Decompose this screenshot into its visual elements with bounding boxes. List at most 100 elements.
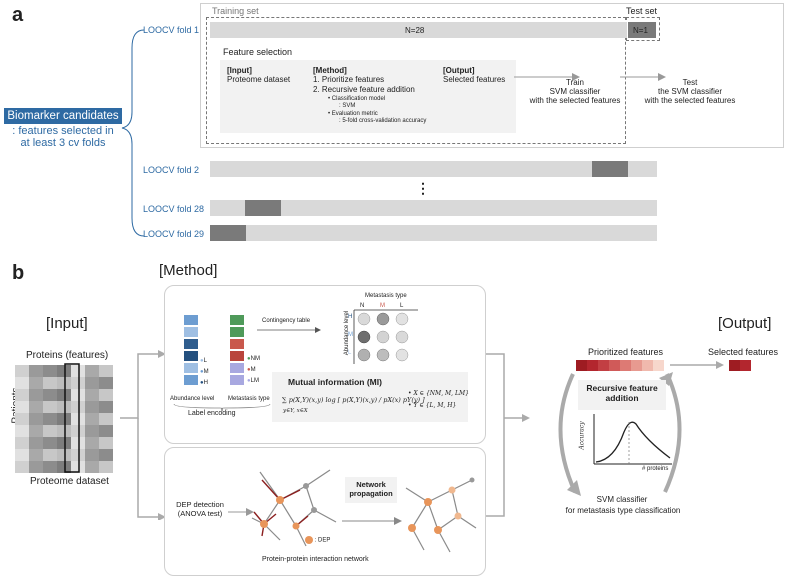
heatmap-cell (57, 449, 71, 461)
fold29-label: LOOCV fold 29 (143, 229, 205, 239)
ct-col-m: M (380, 303, 385, 309)
heatmap-cell (57, 425, 71, 437)
heatmap-cell (71, 377, 85, 389)
mi-formula: ∑ p(X,Y)(x,y) log [ p(X,Y)(x,y) / pX(x) … (282, 396, 425, 404)
heatmap-cell (15, 413, 29, 425)
heatmap-cell (43, 449, 57, 461)
selected-features-label: Selected features (708, 347, 779, 357)
mi-x: • X ∈ {NM, M, LM} (408, 390, 469, 397)
heatmap-cell (43, 413, 57, 425)
heatmap-cell (15, 365, 29, 377)
heatmap-cell (57, 389, 71, 401)
heatmap-cell (29, 401, 43, 413)
heatmap-cell (15, 461, 29, 473)
heatmap-cell (71, 449, 85, 461)
heatmap-cell (99, 437, 113, 449)
heatmap-cell (71, 365, 85, 377)
fs-output-header: [Output] (443, 66, 475, 75)
fs-bullet1-sub: : SVM (339, 103, 356, 109)
heatmap-cell (85, 365, 99, 377)
output-title: [Output] (718, 315, 772, 332)
training-set-dashed-box (206, 17, 626, 144)
fold28-bar (210, 200, 657, 216)
heatmap-cell (29, 425, 43, 437)
propagation-arrow (342, 517, 402, 525)
heatmap-cell (57, 413, 71, 425)
selected-features-bar (729, 360, 751, 371)
fold1-train-bar (210, 22, 627, 38)
heatmap-cell (43, 425, 57, 437)
biomarker-candidates-box: Biomarker candidates : features selected… (4, 108, 122, 149)
mi-box (272, 372, 468, 422)
fold2-test-seg (592, 161, 628, 177)
mi-y: • Y ∈ {L, M, H} (408, 402, 457, 409)
fs-bullet2-sub: : 5-fold cross-validation accuracy (339, 118, 427, 124)
dep-detection-text: DEP detection(ANOVA test) (176, 500, 224, 518)
panel-b-letter: b (12, 262, 25, 284)
heatmap-cell (29, 365, 43, 377)
ppi-network-dep (251, 469, 337, 547)
fs-method-step1: 1. Prioritize features (313, 75, 385, 84)
meta-caption: Metastasis type (228, 396, 270, 402)
method-lower-box (164, 447, 486, 576)
contingency-arrow (257, 327, 321, 333)
heatmap-cell (29, 377, 43, 389)
heatmap-cell (57, 437, 71, 449)
ct-row-m: M (348, 332, 353, 338)
heatmap-cell (15, 377, 29, 389)
fold2-bar (210, 161, 657, 177)
fold28-test-seg (245, 200, 281, 216)
contingency-table (353, 309, 418, 364)
panel-a-letter: a (12, 4, 24, 26)
arrow-to-test (620, 73, 666, 81)
accuracy-axis-label: Accuracy (578, 421, 586, 450)
fold1-container (200, 3, 784, 148)
heatmap-cell (43, 365, 57, 377)
heatmap-cell (29, 413, 43, 425)
heatmap-cell (29, 461, 43, 473)
fold-dots: ⋮ (416, 180, 430, 196)
label-encoding-columns (184, 315, 244, 385)
heatmap-cell (29, 437, 43, 449)
heatmap-cell (15, 425, 29, 437)
biomarker-title: Biomarker candidates (4, 108, 122, 124)
heatmap-cell (15, 449, 29, 461)
heatmap-cell (99, 389, 113, 401)
heatmap-cell (99, 425, 113, 437)
output-arrow (670, 361, 724, 369)
heatmap-cell (85, 413, 99, 425)
fold29-bar (210, 225, 657, 241)
fold28-label: LOOCV fold 28 (143, 204, 205, 214)
fs-method-header: [Method] (313, 66, 347, 75)
svm-classifier-text2: for metastasis type classification (565, 506, 681, 515)
biomarker-line3: at least 3 cv folds (20, 137, 106, 149)
heatmap-cell (99, 413, 113, 425)
heatmap-cell (57, 365, 71, 377)
biomarker-line2: : features selected in (12, 125, 114, 137)
arrow-to-train (514, 73, 580, 81)
label-encoding-brace (173, 403, 271, 412)
fold1-test-bar (628, 22, 656, 38)
heatmap-cell (99, 449, 113, 461)
fs-bullet2: • Evaluation metric (328, 111, 378, 117)
fs-bullet1: • Classification model (328, 96, 386, 102)
ppi-label: Protein-protein interaction network (262, 556, 369, 563)
feature-selection-title: Feature selection (223, 47, 293, 57)
heatmap-cell (85, 377, 99, 389)
heatmap-cell (85, 425, 99, 437)
dep-legend: : DEP (305, 536, 330, 544)
ct-row-h: H (348, 314, 353, 320)
fold29-test-seg (210, 225, 246, 241)
recursive-loop-arrows (558, 372, 682, 496)
heatmap-cell (43, 461, 57, 473)
ct-col-n: N (360, 303, 365, 309)
mi-title: Mutual information (MI) (288, 377, 382, 387)
heatmap-cell (85, 389, 99, 401)
proteins-label: Proteins (features) (26, 350, 109, 361)
fs-input-text: Proteome dataset (227, 75, 291, 84)
accuracy-curve (593, 414, 672, 465)
heatmap-cell (15, 389, 29, 401)
heatmap-cell (43, 389, 57, 401)
method-title: [Method] (159, 262, 218, 279)
